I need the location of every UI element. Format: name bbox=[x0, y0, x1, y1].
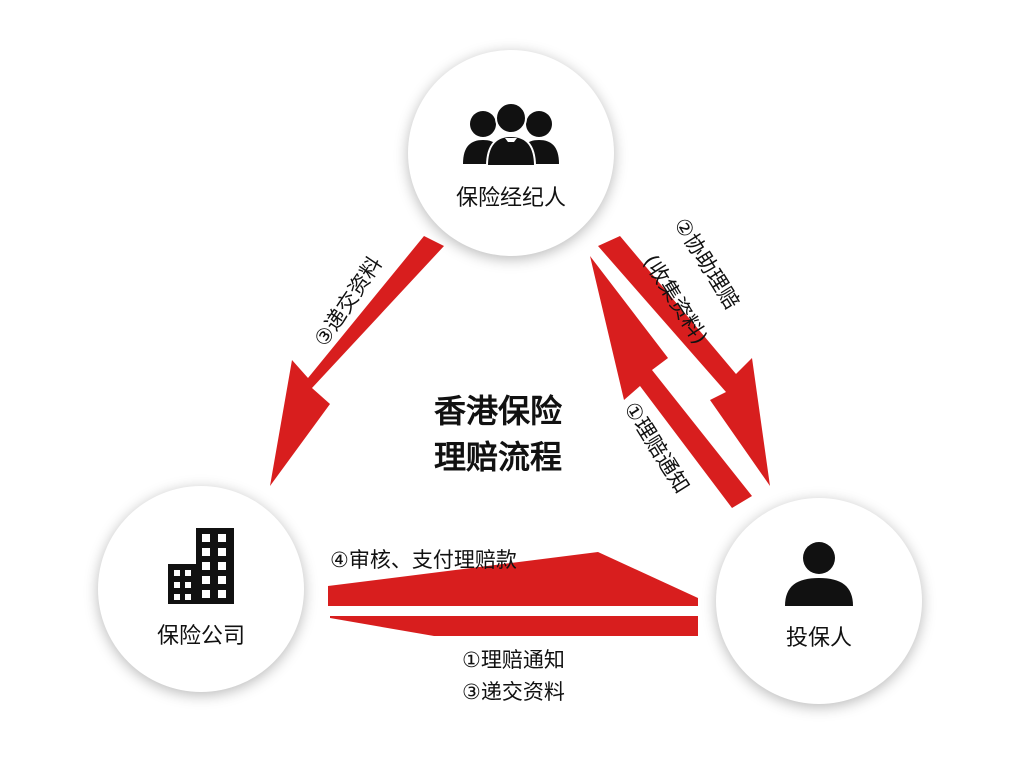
node-insurer: 保险公司 bbox=[98, 486, 304, 692]
title-line-2: 理赔流程 bbox=[433, 438, 562, 476]
arrow-insured-to-broker bbox=[590, 256, 752, 508]
person-icon bbox=[785, 542, 853, 606]
node-broker-label: 保险经纪人 bbox=[455, 186, 566, 211]
group-of-people-icon bbox=[463, 102, 559, 166]
node-broker: 保险经纪人 bbox=[408, 50, 614, 256]
arrow-broker-to-insured bbox=[598, 236, 770, 486]
arrow-insured-to-insurer bbox=[330, 616, 698, 636]
arrow-broker-to-insurer bbox=[270, 236, 444, 486]
node-insured-label: 投保人 bbox=[785, 626, 852, 651]
label-insured-to-insurer-1: ①理赔通知 bbox=[462, 648, 565, 672]
title-line-1: 香港保险 bbox=[433, 392, 562, 430]
diagram-title: 香港保险 理赔流程 bbox=[398, 388, 598, 480]
arrow-insurer-to-insured bbox=[328, 552, 698, 606]
label-insurer-to-insured: ④审核、支付理赔款 bbox=[330, 548, 517, 572]
node-insured: 投保人 bbox=[716, 498, 922, 704]
node-insurer-label: 保险公司 bbox=[156, 624, 245, 649]
buildings-icon bbox=[168, 528, 234, 604]
label-insured-to-insurer-2: ③递交资料 bbox=[462, 680, 565, 704]
